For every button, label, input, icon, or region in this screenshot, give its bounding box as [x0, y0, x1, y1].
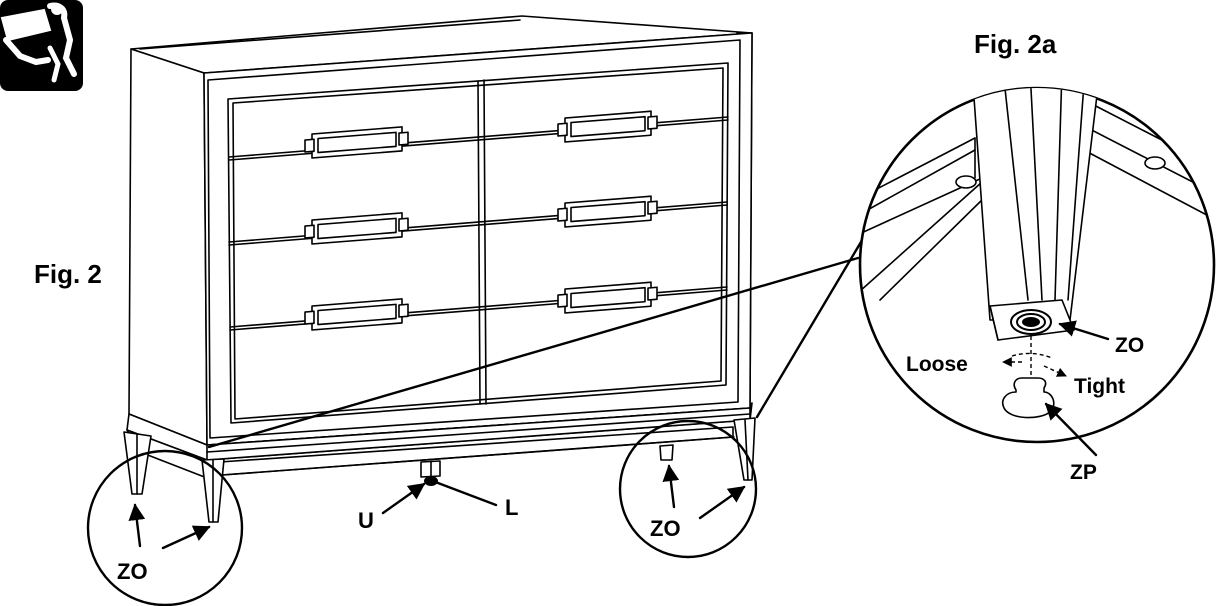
fig2-label: Fig. 2	[34, 259, 102, 289]
leader-line-upper	[207, 256, 860, 449]
arrow-icon	[128, 320, 1110, 550]
zp-label: ZP	[1070, 461, 1097, 484]
fig2a-label: Fig. 2a	[974, 29, 1057, 59]
l-label: L	[505, 495, 518, 520]
dresser-illustration	[123, 15, 756, 523]
zoom-circle-left	[86, 449, 244, 606]
zoom-circle-right	[618, 419, 758, 559]
zo-detail-label: ZO	[1115, 334, 1144, 357]
detail-circle	[858, 86, 1216, 444]
two-person-lift-icon	[0, 0, 83, 91]
u-label: U	[358, 508, 374, 533]
tight-label: Tight	[1074, 375, 1125, 398]
loose-label: Loose	[906, 353, 968, 376]
zo-left-label: ZO	[117, 559, 148, 584]
zo-right-label: ZO	[650, 516, 681, 541]
